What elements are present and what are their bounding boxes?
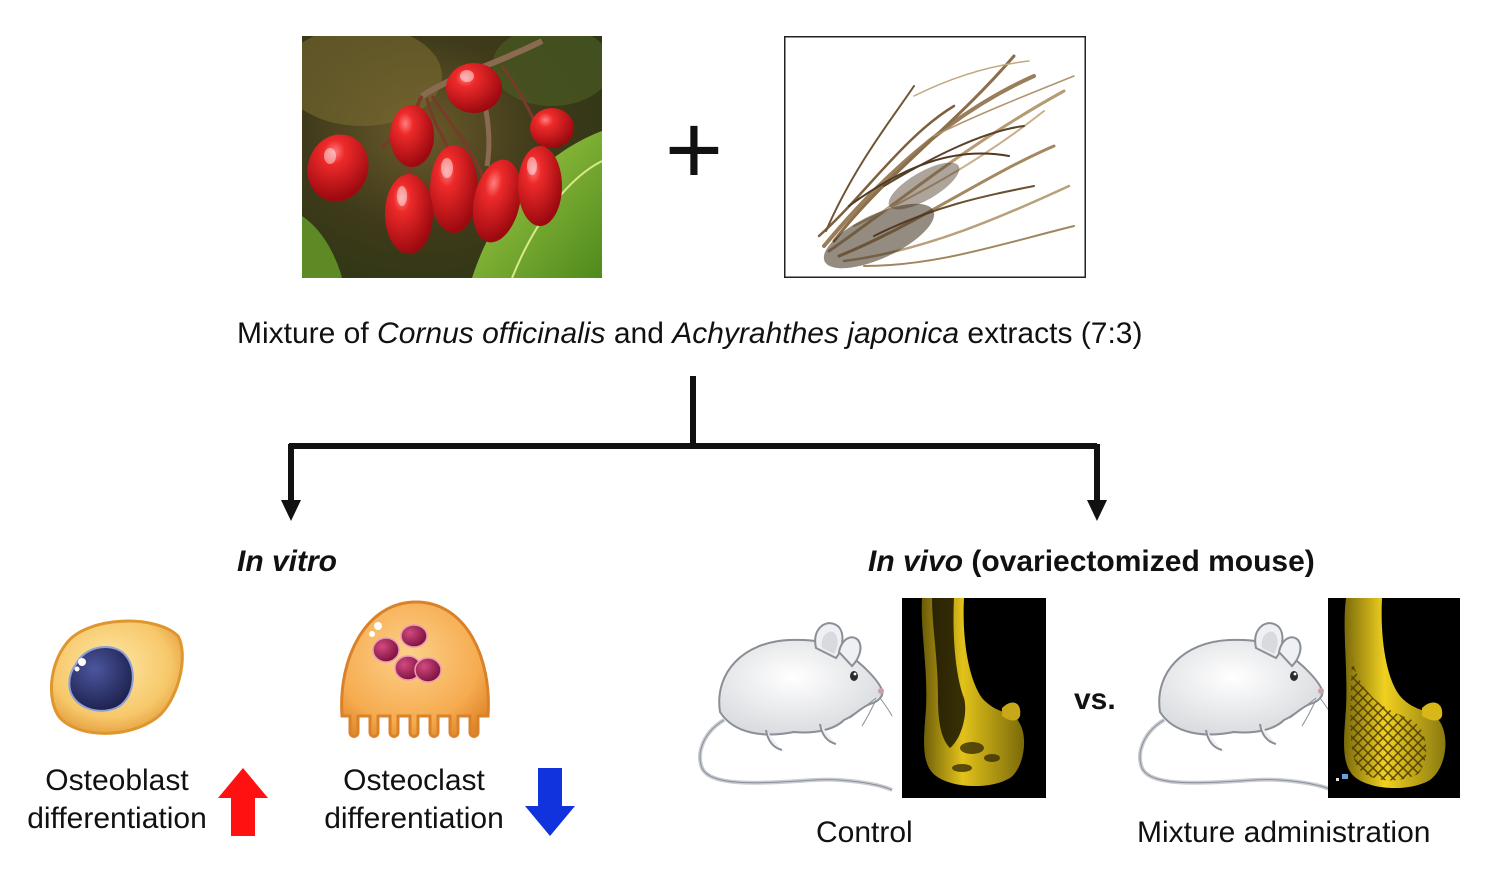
achyranthes-root-photo (784, 36, 1086, 278)
bone-microct-control (902, 598, 1046, 798)
osteoclast-cell-icon (336, 598, 494, 740)
arrowhead-right (1087, 500, 1107, 521)
increase-arrow-icon (218, 768, 268, 836)
in-vitro-heading-text: In vitro (237, 545, 338, 578)
cornus-fruit-photo (302, 36, 602, 278)
plus-sign: + (664, 94, 724, 206)
in-vivo-heading-italic: In vivo (868, 545, 964, 578)
osteoblast-label: Osteoblast differentiation (20, 762, 214, 838)
in-vivo-heading-rest: (ovariectomized mouse) (963, 545, 1315, 578)
in-vitro-heading: In vitro (237, 545, 337, 579)
decrease-arrow-icon (525, 768, 575, 836)
mouse-icon-treated (1134, 612, 1334, 794)
species-name-cornus: Cornus officinalis (377, 317, 606, 350)
osteoclast-label-line1: Osteoclast (343, 764, 485, 797)
arrowhead-left (281, 500, 301, 521)
mouse-icon-control (694, 612, 894, 794)
control-label: Control (816, 816, 913, 849)
species-name-achyranthes: Achyrahthes japonica (672, 317, 960, 350)
caption-text-2: and (605, 317, 673, 350)
mixture-administration-label: Mixture administration (1137, 816, 1431, 849)
caption-text-1: Mixture of (237, 317, 378, 350)
osteoblast-label-line1: Osteoblast (45, 764, 189, 797)
osteoclast-label: Osteoclast differentiation (317, 762, 511, 838)
vs-label: vs. (1074, 683, 1116, 716)
osteoblast-cell-icon (46, 614, 186, 740)
caption-text-3: extracts (7:3) (959, 317, 1143, 350)
mixture-caption: Mixture of Cornus officinalis and Achyra… (237, 317, 1142, 351)
in-vivo-heading: In vivo (ovariectomized mouse) (868, 545, 1315, 579)
bone-microct-treated (1328, 598, 1460, 798)
osteoclast-label-line2: differentiation (324, 802, 504, 835)
osteoblast-label-line2: differentiation (27, 802, 207, 835)
branch-connector (281, 376, 1107, 521)
